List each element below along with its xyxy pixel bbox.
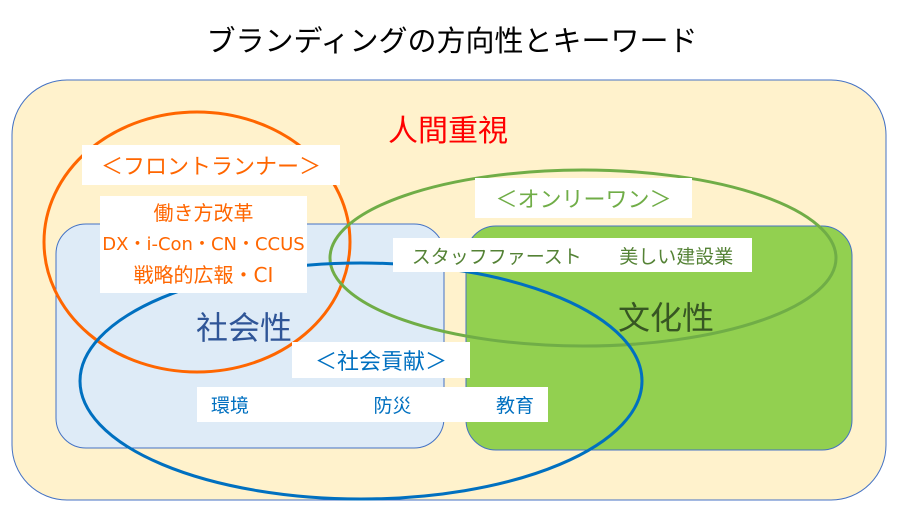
frontrunner-item: 戦略的広報・CI [133,263,274,287]
onlyone-heading: ＜オンリーワン＞ [495,188,672,213]
onlyone-item: スタッフファースト [411,245,582,268]
onlyone-item: 美しい建設業 [619,245,734,268]
frontrunner-heading: ＜フロントランナー＞ [100,155,321,180]
page-title: ブランディングの方向性とキーワード [206,24,698,58]
frontrunner-item: DX・i-Con・CN・CCUS [102,234,305,255]
frontrunner-heading-box: ＜フロントランナー＞ [82,145,340,185]
onlyone-items-box: スタッフファースト 美しい建設業 [393,238,752,272]
center-label: 人間重視 [388,114,508,149]
social-item: 環境 [211,395,250,417]
social-contribution-items-box: 環境 防災 教育 [197,387,548,422]
onlyone-ellipse [328,168,838,348]
sociality-label: 社会性 [196,309,293,347]
social-contribution-heading: ＜社会貢献＞ [314,350,447,375]
social-item: 防災 [373,395,412,417]
frontrunner-ellipse [42,110,352,374]
social-item: 教育 [495,395,534,417]
frontrunner-item: 働き方改革 [153,201,254,225]
onlyone-heading-box: ＜オンリーワン＞ [475,178,692,218]
frontrunner-items-box: 働き方改革 DX・i-Con・CN・CCUS 戦略的広報・CI [100,196,307,293]
social-contribution-ellipse [78,261,644,501]
culture-area [465,225,853,451]
social-contribution-heading-box: ＜社会貢献＞ [292,342,470,378]
culture-label: 文化性 [618,299,715,337]
